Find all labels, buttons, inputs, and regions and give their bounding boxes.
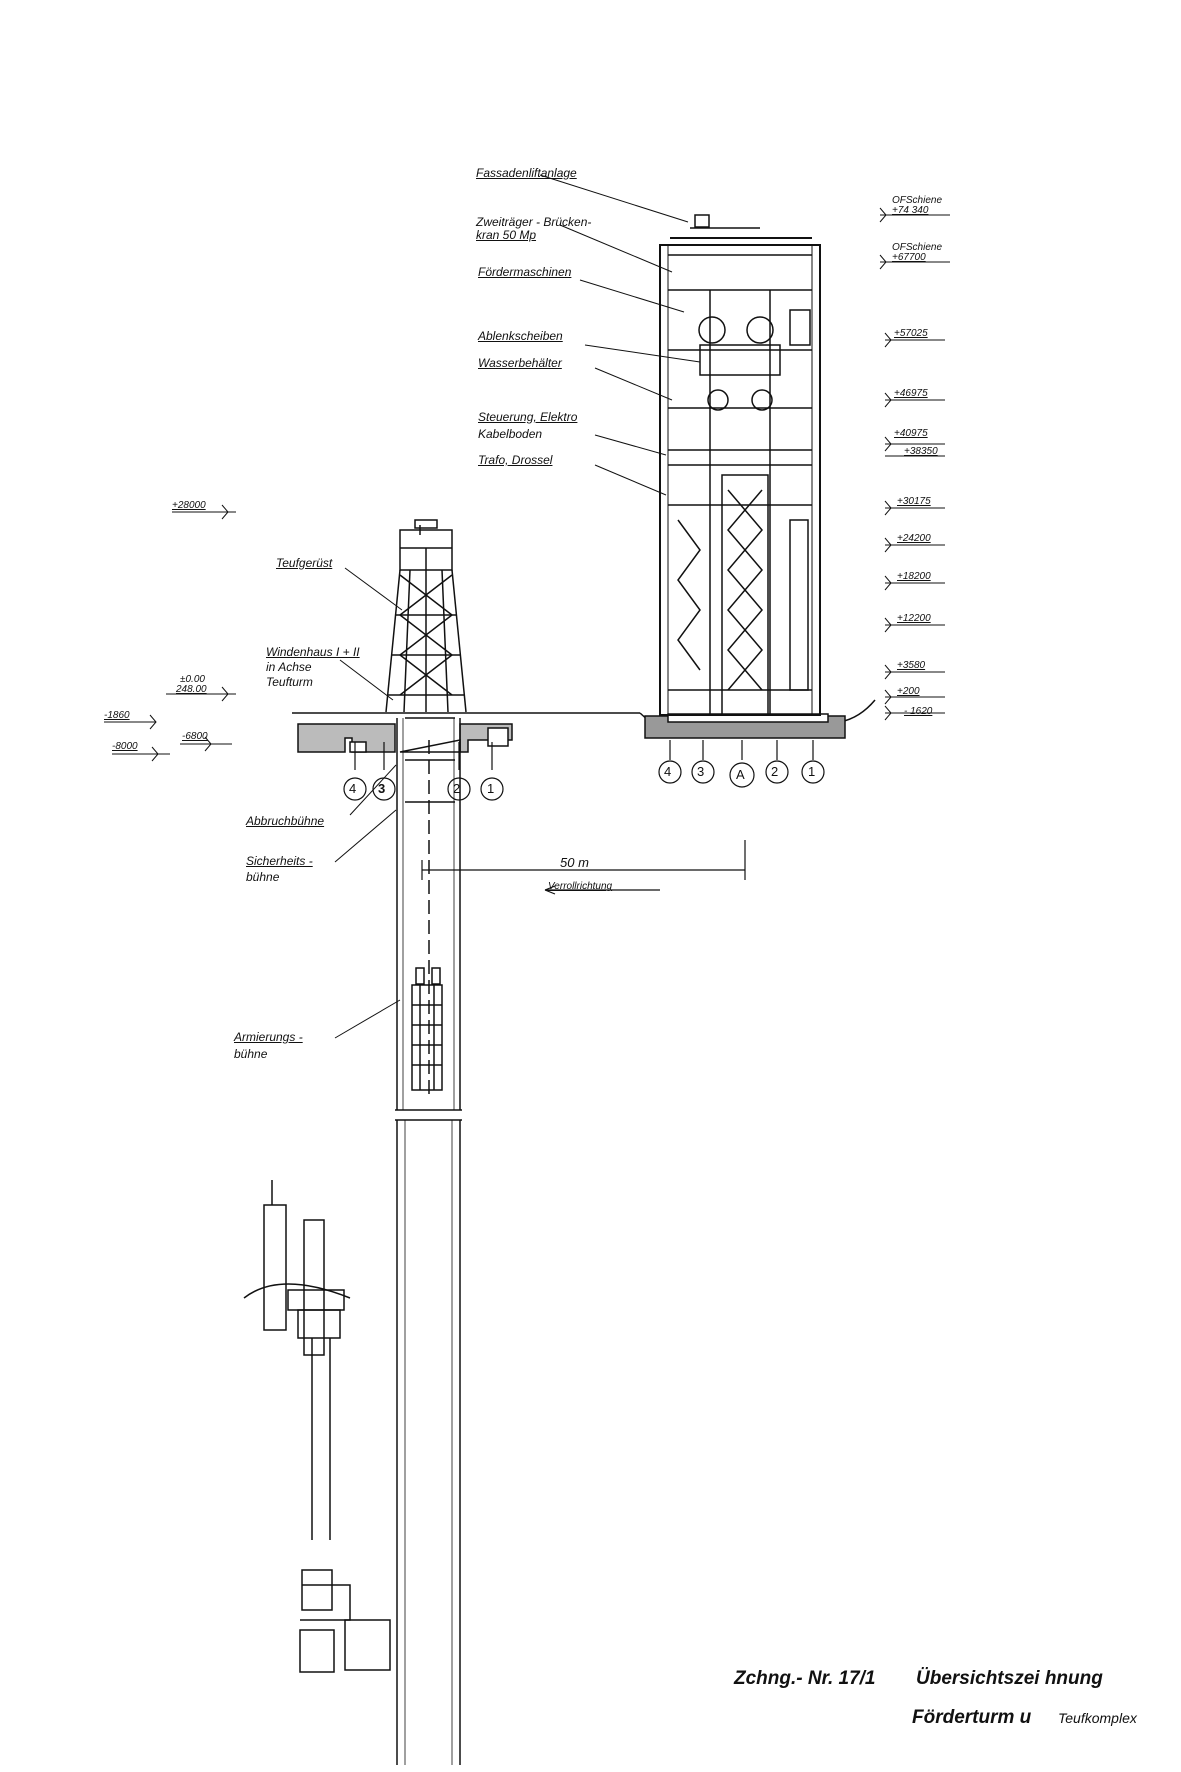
elevation-label: +46975: [894, 388, 928, 399]
teufgeruest-tower: [385, 519, 467, 713]
axis-circle: [765, 760, 789, 784]
label-armierungs-1: Armierungs -: [234, 1030, 303, 1044]
axis-circle: [447, 777, 471, 801]
elevation-label: +12200: [897, 613, 931, 624]
distance-dimension: [421, 840, 746, 895]
label-sicherheits-2: bühne: [246, 870, 280, 884]
label-foerdermaschinen: Fördermaschinen: [478, 265, 572, 279]
label-sicherheits-1: Sicherheits -: [246, 854, 313, 868]
label-distance: 50 m: [560, 855, 589, 870]
elevation-markers: [104, 207, 950, 762]
elevation-label: +28000: [172, 500, 206, 511]
label-teufgeruest: Teufgerüst: [276, 556, 333, 570]
label-windenhaus-2: in Achse: [266, 660, 312, 674]
elevation-label: +24200: [897, 533, 931, 544]
elevation-label: +200: [897, 686, 920, 697]
elevation-label: OFSchiene: [892, 195, 943, 206]
label-trafo: Trafo, Drossel: [478, 453, 553, 467]
axis-markers: [343, 740, 825, 801]
label-zweitraeger-1: Zweiträger - Brücken-: [476, 215, 592, 229]
axis-label: A: [736, 767, 745, 782]
axis-label: 2: [453, 781, 461, 796]
elevation-label: +3580: [897, 660, 926, 671]
shaft: [395, 717, 462, 1765]
label-armierungs-2: bühne: [234, 1047, 268, 1061]
elevation-label: +57025: [894, 328, 928, 339]
label-windenhaus-3: Teufturm: [266, 675, 313, 689]
drawing-number: Zchng.- Nr. 17/1: [734, 1668, 876, 1689]
teufturm-foundation: [297, 723, 513, 753]
elevation-label: -6800: [182, 731, 208, 742]
axis-circle: [729, 762, 755, 788]
axis-circle: [480, 777, 504, 801]
label-ablenkscheiben: Ablenkscheiben: [478, 329, 563, 343]
elevation-label: -8000: [112, 741, 138, 752]
elevation-label: 248.00: [176, 684, 207, 695]
label-wasserbehaelter: Wasserbehälter: [478, 356, 562, 370]
axis-label: 1: [808, 764, 816, 779]
foerderturm-building: [659, 214, 821, 716]
axis-label: 3: [378, 781, 386, 796]
axis-circle: [801, 760, 825, 784]
label-zweitraeger-2: kran 50 Mp: [476, 228, 537, 242]
armierungsbuehne-figure: [411, 967, 443, 1091]
axis-label: 1: [487, 781, 495, 796]
elevation-label: +30175: [897, 496, 931, 507]
label-steuerung-2: Kabelboden: [478, 427, 543, 441]
axis-circle: [343, 777, 367, 801]
axis-circle: [691, 760, 715, 784]
elevation-label: +67700: [892, 252, 926, 263]
label-steuerung-1: Steuerung, Elektro: [478, 410, 578, 424]
elevation-label: +18200: [897, 571, 931, 582]
axis-label: 2: [771, 764, 779, 779]
foerderturm-foundation: [644, 713, 846, 739]
elevation-label: +74 340: [892, 205, 929, 216]
elevation-label: ±0.00: [180, 674, 205, 685]
label-windenhaus-1: Windenhaus I + II: [266, 645, 360, 659]
axis-circle: [372, 777, 396, 801]
elevation-label: OFSchiene: [892, 242, 943, 253]
drawing-subtitle-a: Förderturm u: [912, 1707, 1032, 1728]
label-abbruchbuehne: Abbruchbühne: [246, 814, 325, 828]
leader-lines: [334, 174, 701, 1039]
label-fassadenlift: Fassadenliftanlage: [476, 166, 577, 180]
axis-label: 3: [697, 764, 705, 779]
elevation-label: +40975: [894, 428, 928, 439]
label-verroll: Verrollrichtung: [548, 881, 613, 892]
drawing-title: Übersichtszei hnung: [916, 1668, 1103, 1689]
axis-circle: [658, 760, 682, 784]
elevation-label: +38350: [904, 446, 938, 457]
axis-label: 4: [349, 781, 357, 796]
elevation-label: - 1620: [904, 706, 933, 717]
elevation-label: -1860: [104, 710, 130, 721]
lower-mechanism: [243, 1180, 391, 1673]
drawing-subtitle-b: Teufkomplex: [1058, 1710, 1137, 1726]
axis-label: 4: [664, 764, 672, 779]
